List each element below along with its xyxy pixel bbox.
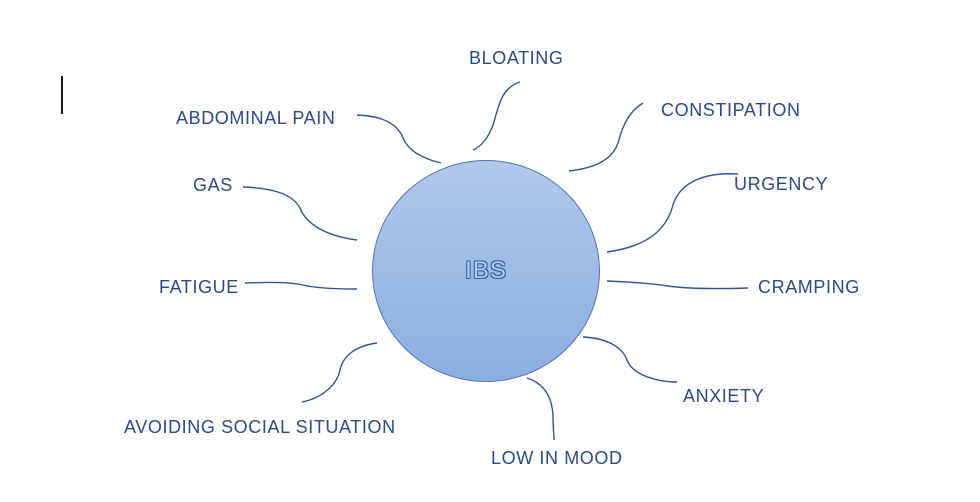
label-constipation: CONSTIPATION xyxy=(661,100,801,120)
label-gas: GAS xyxy=(193,175,233,195)
label-low-in-mood: LOW IN MOOD xyxy=(491,448,623,468)
label-bloating: BLOATING xyxy=(469,48,564,68)
connector-low-in-mood xyxy=(526,377,555,441)
connector-gas xyxy=(242,186,358,241)
connector-fatigue xyxy=(244,281,358,290)
connector-abdominal-pain xyxy=(356,114,442,164)
connector-constipation xyxy=(568,102,644,172)
connector-bloating xyxy=(472,81,521,151)
label-cramping: CRAMPING xyxy=(758,277,860,297)
connector-avoiding-social xyxy=(301,342,378,403)
center-label: IBS xyxy=(465,257,507,284)
label-urgency: URGENCY xyxy=(734,174,829,194)
connector-urgency xyxy=(606,173,739,253)
label-fatigue: FATIGUE xyxy=(159,277,239,297)
connector-cramping xyxy=(606,280,749,290)
label-anxiety: ANXIETY xyxy=(683,386,765,406)
label-avoiding-social-situation: AVOIDING SOCIAL SITUATION xyxy=(124,417,396,437)
ibs-center-circle: IBS xyxy=(372,160,600,382)
label-abdominal-pain: ABDOMINAL PAIN xyxy=(176,108,336,128)
connector-anxiety xyxy=(582,336,678,383)
text-cursor xyxy=(61,76,63,114)
